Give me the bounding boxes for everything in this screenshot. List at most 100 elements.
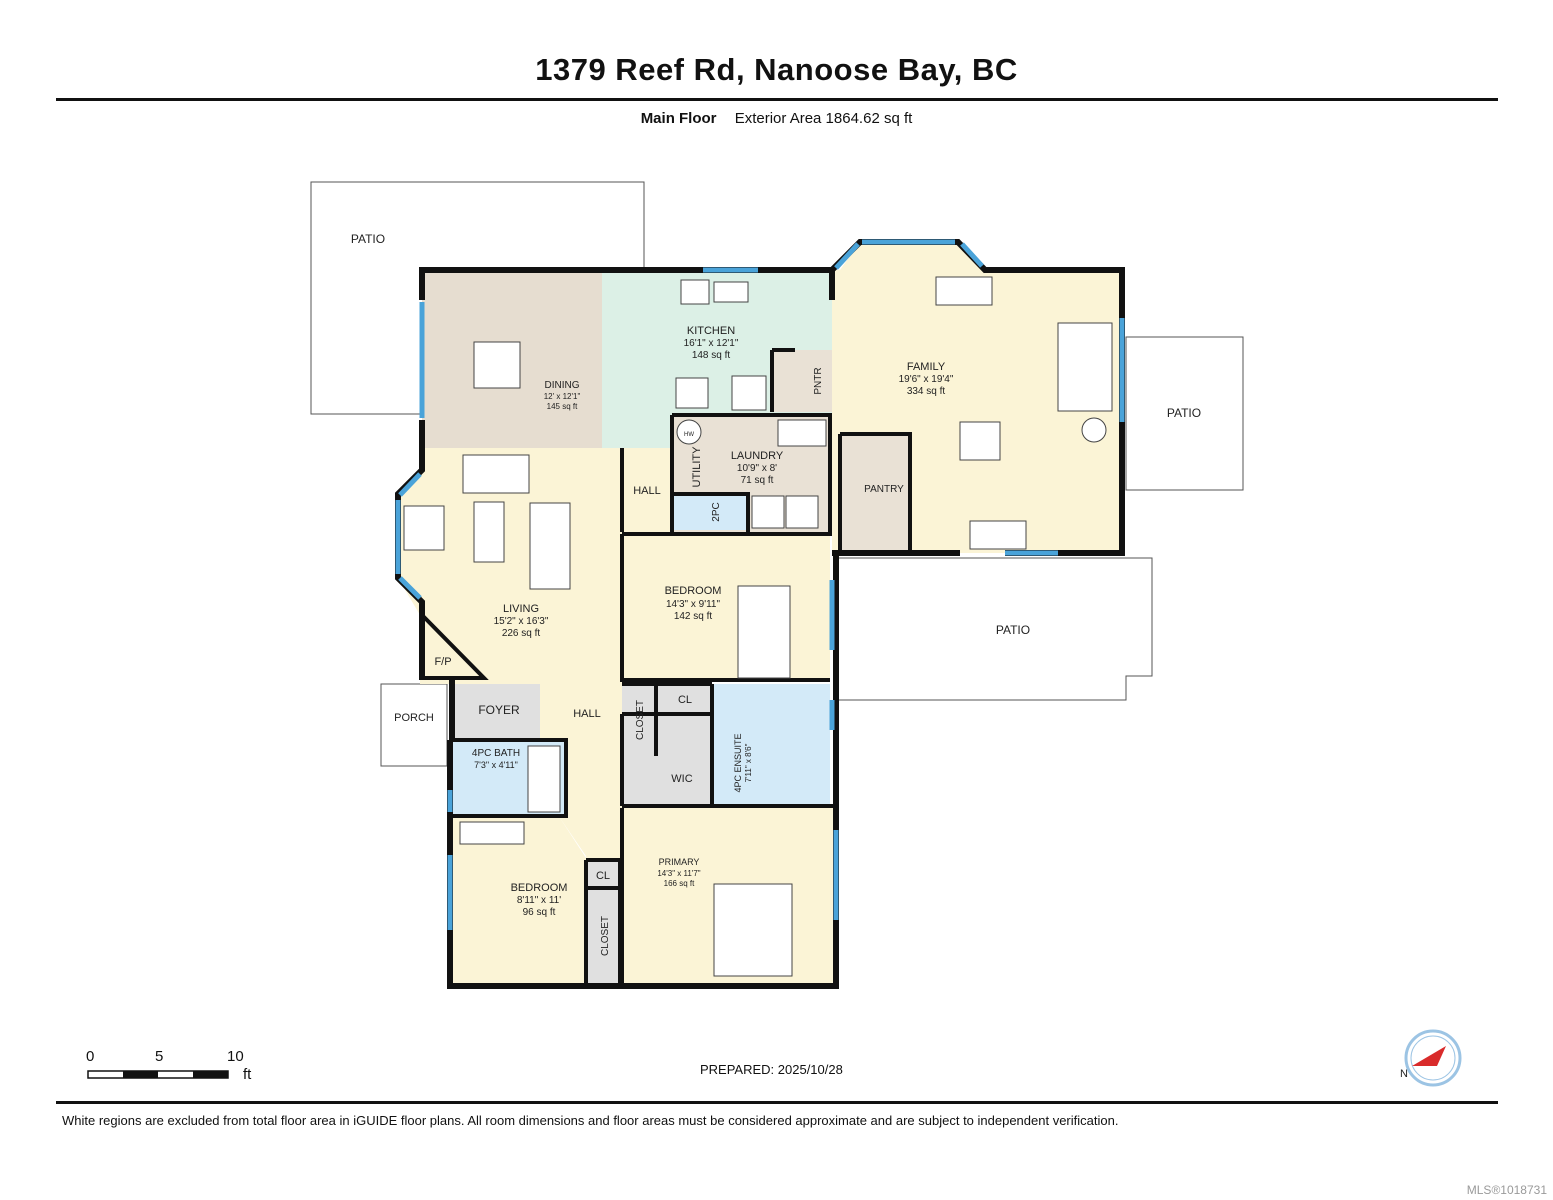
walk-in-closet	[622, 714, 712, 806]
compass: N	[1400, 1029, 1462, 1087]
address-title: 1379 Reef Rd, Nanoose Bay, BC	[535, 52, 1018, 87]
living-area: 226 sq ft	[502, 628, 541, 639]
primary-dims: 14'3" x 11'7"	[657, 869, 700, 878]
hall-upper-label: HALL	[633, 485, 661, 497]
bathtub	[527, 745, 561, 813]
family-name: FAMILY	[907, 361, 946, 373]
armchair-family	[959, 421, 1001, 461]
floor-subtitle: Main Floor Exterior Area 1864.62 sq ft	[0, 110, 1553, 127]
cl-mid-label: CL	[678, 694, 692, 706]
utility-label: UTILITY	[691, 446, 703, 488]
fp-label: F/P	[434, 656, 451, 668]
compass-north: N	[1400, 1068, 1408, 1080]
footer-rule	[56, 1101, 1498, 1104]
bedroom-southwest	[450, 818, 586, 984]
room-labels: PATIO PATIO PATIO DINING 12' x 12'1" 145…	[351, 232, 1201, 956]
pantry-room	[840, 434, 908, 552]
footer-disclaimer: White regions are excluded from total fl…	[62, 1113, 1119, 1128]
water-heater	[676, 419, 702, 445]
two-pc-bath	[674, 494, 746, 530]
bedroom-mid-name: BEDROOM	[665, 585, 722, 597]
ensuite	[712, 684, 830, 806]
bedroom-mid-dims: 14'3" x 9'11"	[666, 599, 721, 610]
windows	[395, 239, 1125, 930]
dresser-sw	[459, 821, 525, 845]
bed-primary	[713, 883, 793, 977]
mls-number: MLS®1018731	[1466, 1183, 1547, 1197]
cl-low-label: CL	[596, 870, 610, 882]
kitchen-name: KITCHEN	[687, 325, 735, 337]
scale-ten: 10	[227, 1048, 244, 1065]
porch-label: PORCH	[394, 712, 434, 724]
laundry-name: LAUNDRY	[731, 450, 784, 462]
desk-family	[935, 276, 993, 306]
compass-arrow	[1412, 1046, 1446, 1066]
dining-dims: 12' x 12'1"	[544, 392, 581, 401]
laundry-area: 71 sq ft	[741, 475, 774, 486]
freezer	[777, 419, 827, 447]
dining-name: DINING	[545, 380, 580, 391]
primary-name: PRIMARY	[659, 857, 700, 867]
sofa-side	[529, 502, 571, 590]
closet-mid-label: CLOSET	[635, 700, 646, 740]
armchair	[403, 505, 445, 551]
patio-e-label: PATIO	[1167, 406, 1201, 420]
prepared-date: PREPARED: 2025/10/28	[700, 1062, 843, 1077]
foyer	[452, 684, 540, 740]
laundry-dims: 10'9" x 8'	[737, 463, 777, 474]
primary-area: 166 sq ft	[664, 879, 695, 888]
patio-east	[1125, 336, 1244, 491]
water-heater-label: HW	[684, 432, 694, 438]
living-name: LIVING	[503, 603, 539, 615]
family-dims: 19'6" x 19'4"	[899, 374, 954, 385]
patio-se-label: PATIO	[996, 623, 1030, 637]
hall-lower-label: HALL	[573, 708, 601, 720]
table-family	[969, 520, 1027, 550]
exterior-area: Exterior Area 1864.62 sq ft	[734, 110, 913, 127]
living-dims: 15'2" x 16'3"	[494, 616, 549, 627]
interior-walls	[420, 348, 912, 984]
cl-middle	[656, 684, 712, 714]
bed-middle	[737, 585, 791, 679]
scale-five: 5	[155, 1048, 164, 1065]
bedroom-sw-name: BEDROOM	[511, 882, 568, 894]
fridge	[731, 375, 767, 411]
wic-label: WIC	[671, 773, 692, 785]
scale-unit: ft	[243, 1066, 252, 1083]
sectional-sofa	[1057, 322, 1113, 412]
bath-dims: 7'3" x 4'11"	[474, 760, 518, 770]
header-rule	[56, 98, 1498, 101]
closet-low	[588, 890, 620, 984]
ensuite-name: 4PC ENSUITE	[733, 733, 743, 792]
porch	[380, 683, 448, 767]
pntr-label: PNTR	[813, 367, 824, 394]
dryer	[785, 495, 819, 529]
dining-table	[473, 341, 521, 389]
furniture	[403, 276, 1113, 977]
side-table-round	[1081, 417, 1107, 443]
bedroom-mid-area: 142 sq ft	[674, 611, 713, 622]
two-pc-label: 2PC	[711, 502, 722, 521]
kitchen-sink	[713, 281, 749, 303]
bedroom-sw-dims: 8'11" x 11'	[517, 895, 561, 906]
stove-top	[680, 279, 710, 305]
floor-label: Main Floor	[640, 110, 717, 127]
upper-hall	[622, 448, 672, 532]
room-fills	[398, 242, 1122, 984]
family-area: 334 sq ft	[907, 386, 946, 397]
pntr-room	[774, 350, 832, 412]
kitchen-dims: 16'1" x 12'1"	[684, 338, 739, 349]
pantry-label: PANTRY	[864, 484, 904, 495]
cl-low	[588, 862, 620, 888]
scale-zero: 0	[86, 1048, 95, 1065]
ensuite-dims: 7'11" x 8'6"	[744, 743, 753, 782]
patio-nw-label: PATIO	[351, 232, 385, 246]
foyer-label: FOYER	[478, 703, 520, 717]
bedroom-middle	[622, 534, 830, 680]
sofa-living	[462, 454, 530, 494]
washer	[751, 495, 785, 529]
bath-name: 4PC BATH	[472, 748, 520, 759]
kitchen-area: 148 sq ft	[692, 350, 731, 361]
scale-bar	[87, 1070, 229, 1079]
